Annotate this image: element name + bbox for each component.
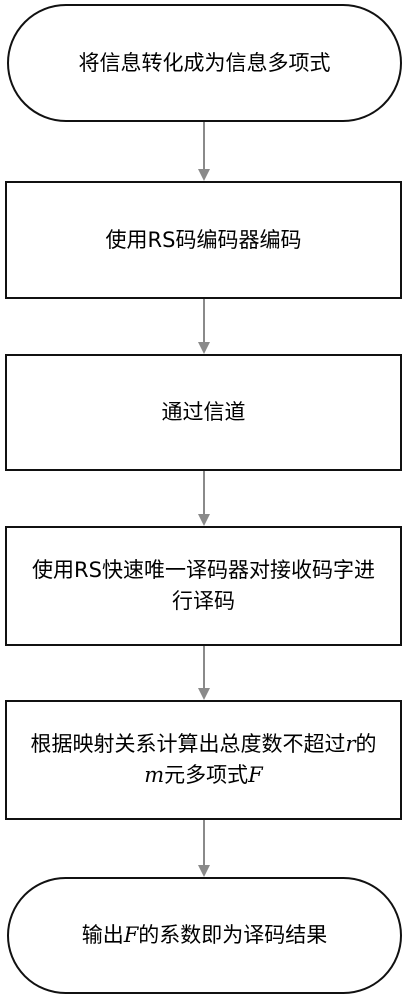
encode-step-box: 使用RS码编码器编码 [5,181,402,299]
compute-step-text: 根据映射关系计算出总度数不超过r的m元多项式F [30,732,377,787]
start-text: 将信息转化成为信息多项式 [78,50,331,75]
encode-step-text: 使用RS码编码器编码 [105,227,302,252]
arrowhead [198,342,210,354]
decode-step-text: 使用RS快速唯一译码器对接收码字进行译码 [32,558,375,613]
end-terminal: 输出F的系数即为译码结果 [7,877,402,994]
arrowhead [198,865,210,877]
decode-step-box: 使用RS快速唯一译码器对接收码字进行译码 [5,526,402,646]
compute-step-box: 根据映射关系计算出总度数不超过r的m元多项式F [5,700,402,820]
arrowhead [198,514,210,526]
arrowhead [198,169,210,181]
end-text: 输出F的系数即为译码结果 [81,923,328,947]
channel-step-box: 通过信道 [5,354,402,471]
channel-step-text: 通过信道 [161,400,246,424]
start-terminal: 将信息转化成为信息多项式 [7,4,402,122]
arrowhead [198,688,210,700]
